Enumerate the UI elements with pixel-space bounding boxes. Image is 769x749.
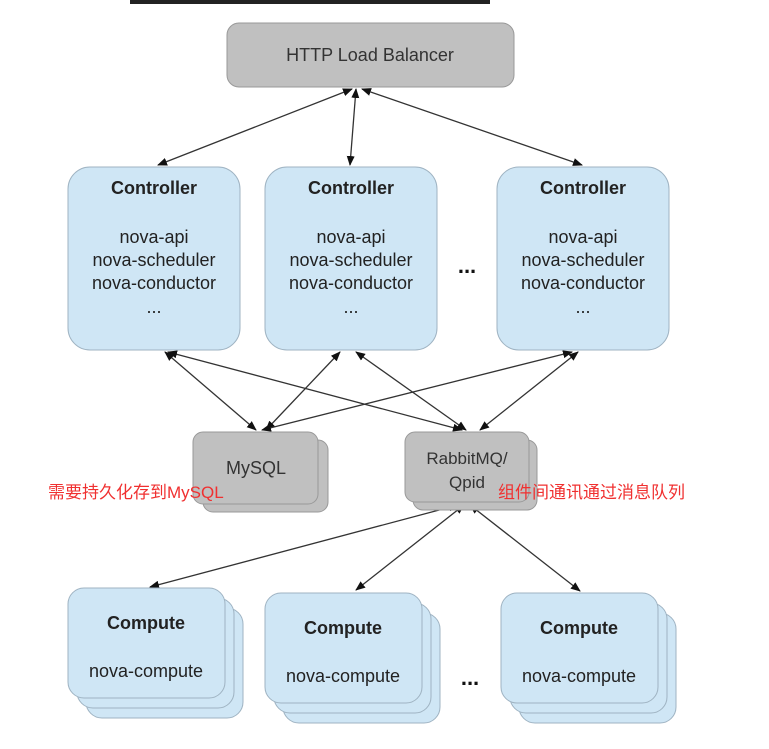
arrow-lb-controller-3 [361,88,583,166]
controller-service: nova-scheduler [92,250,215,270]
arrow-queue-compute-3 [469,504,581,592]
controller-node: Controller nova-api nova-scheduler nova-con… [264,166,438,351]
load-balancer-label: HTTP Load Balancer [286,45,454,65]
controller-ellipsis: ... [458,253,476,278]
controller-service: nova-scheduler [289,250,412,270]
compute-ellipsis: ... [461,665,479,690]
controller-service: ... [343,297,358,317]
controller-service: nova-conductor [289,273,413,293]
controller-service: nova-api [548,227,617,247]
arrow-lb-controller-2 [346,88,360,166]
compute-service: nova-compute [89,661,203,681]
compute-node: Compute nova-compute [500,592,677,724]
mysql-node: MySQL [192,431,329,513]
arrow-queue-compute-2 [355,504,465,591]
controller-service: nova-conductor [521,273,645,293]
compute-service: nova-compute [286,666,400,686]
arrow-c2-mysql [265,351,341,431]
database-annotation: 需要持久化存到MySQL [48,483,224,502]
controller-node: Controller nova-api nova-scheduler nova-con… [496,166,670,351]
controller-service: nova-api [316,227,385,247]
queue-label-line2: Qpid [449,473,485,492]
arrow-c3-queue [479,351,579,431]
controller-title: Controller [540,178,626,198]
queue-annotation: 组件间通讯通过消息队列 [498,483,685,502]
compute-title: Compute [540,618,618,638]
mysql-label: MySQL [226,458,286,478]
compute-node: Compute nova-compute [264,592,441,724]
queue-label-line1: RabbitMQ/ [426,449,508,468]
connections [149,88,583,592]
controller-title: Controller [308,178,394,198]
controller-service: nova-conductor [92,273,216,293]
cropped-title [130,0,490,4]
compute-title: Compute [304,618,382,638]
controller-service: ... [575,297,590,317]
controller-service: nova-scheduler [521,250,644,270]
controller-service: ... [146,297,161,317]
compute-node: Compute nova-compute [67,587,244,719]
controller-title: Controller [111,178,197,198]
arrow-lb-controller-1 [157,88,353,166]
controller-node: Controller nova-api nova-scheduler nova-con… [67,166,241,351]
compute-title: Compute [107,613,185,633]
controller-service: nova-api [119,227,188,247]
compute-service: nova-compute [522,666,636,686]
load-balancer-node: HTTP Load Balancer [226,22,515,88]
message-queue-node: RabbitMQ/ Qpid [404,431,538,511]
arrow-c2-queue [355,351,467,431]
